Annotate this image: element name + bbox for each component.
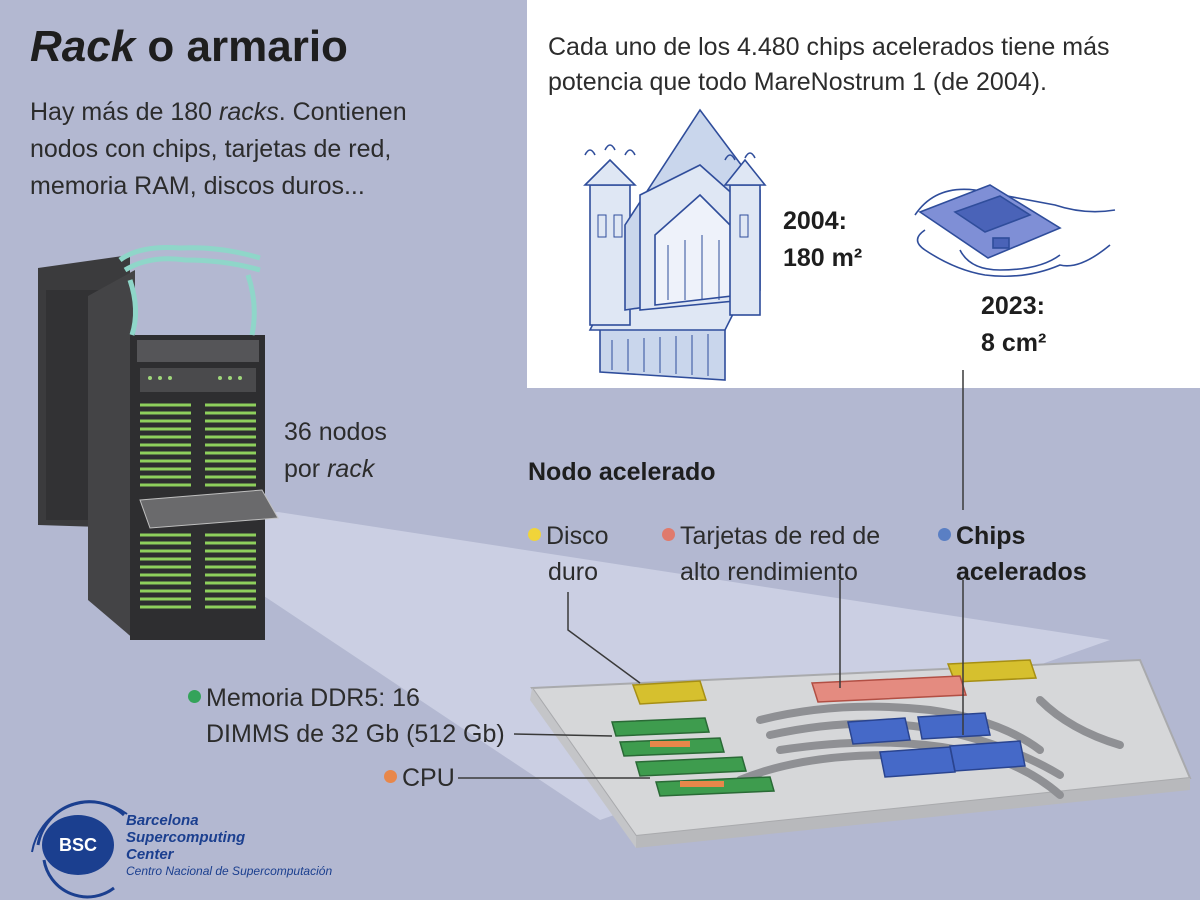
cpu-chips xyxy=(650,741,724,787)
rack-illustration xyxy=(38,245,279,640)
memory-dot-icon xyxy=(188,690,201,703)
comparison-text: Cada uno de los 4.480 chips acelerados t… xyxy=(548,33,1110,96)
disk-dot-icon xyxy=(528,528,541,541)
callout-lines xyxy=(458,580,964,779)
network-dot-icon xyxy=(662,528,675,541)
bsc-logo-text: Barcelona Supercomputing Center Centro N… xyxy=(126,812,333,878)
network-cards xyxy=(810,675,968,703)
accelerated-chips xyxy=(847,712,1026,778)
cpu-dot-icon xyxy=(384,770,397,783)
cathedral-illustration xyxy=(583,108,767,381)
page-title: Rack o armario xyxy=(30,22,348,71)
chips-dot-icon xyxy=(938,528,951,541)
node-illustration xyxy=(530,658,1192,848)
hands-chip-illustration xyxy=(914,184,1116,278)
intro-text: Hay más de 180 racks. Contienen nodos co… xyxy=(30,98,407,200)
hard-disk-1 xyxy=(631,680,708,705)
year-2004: 2004:180 m² xyxy=(783,207,863,272)
zoom-beam xyxy=(150,512,1110,820)
year-2023: 2023:8 cm² xyxy=(981,292,1047,357)
bsc-logo-mark xyxy=(31,800,128,899)
node-title: Nodo acelerado xyxy=(528,458,716,486)
legend-cpu: CPU xyxy=(384,760,455,796)
bsc-logo-letters: BSC xyxy=(58,835,97,855)
